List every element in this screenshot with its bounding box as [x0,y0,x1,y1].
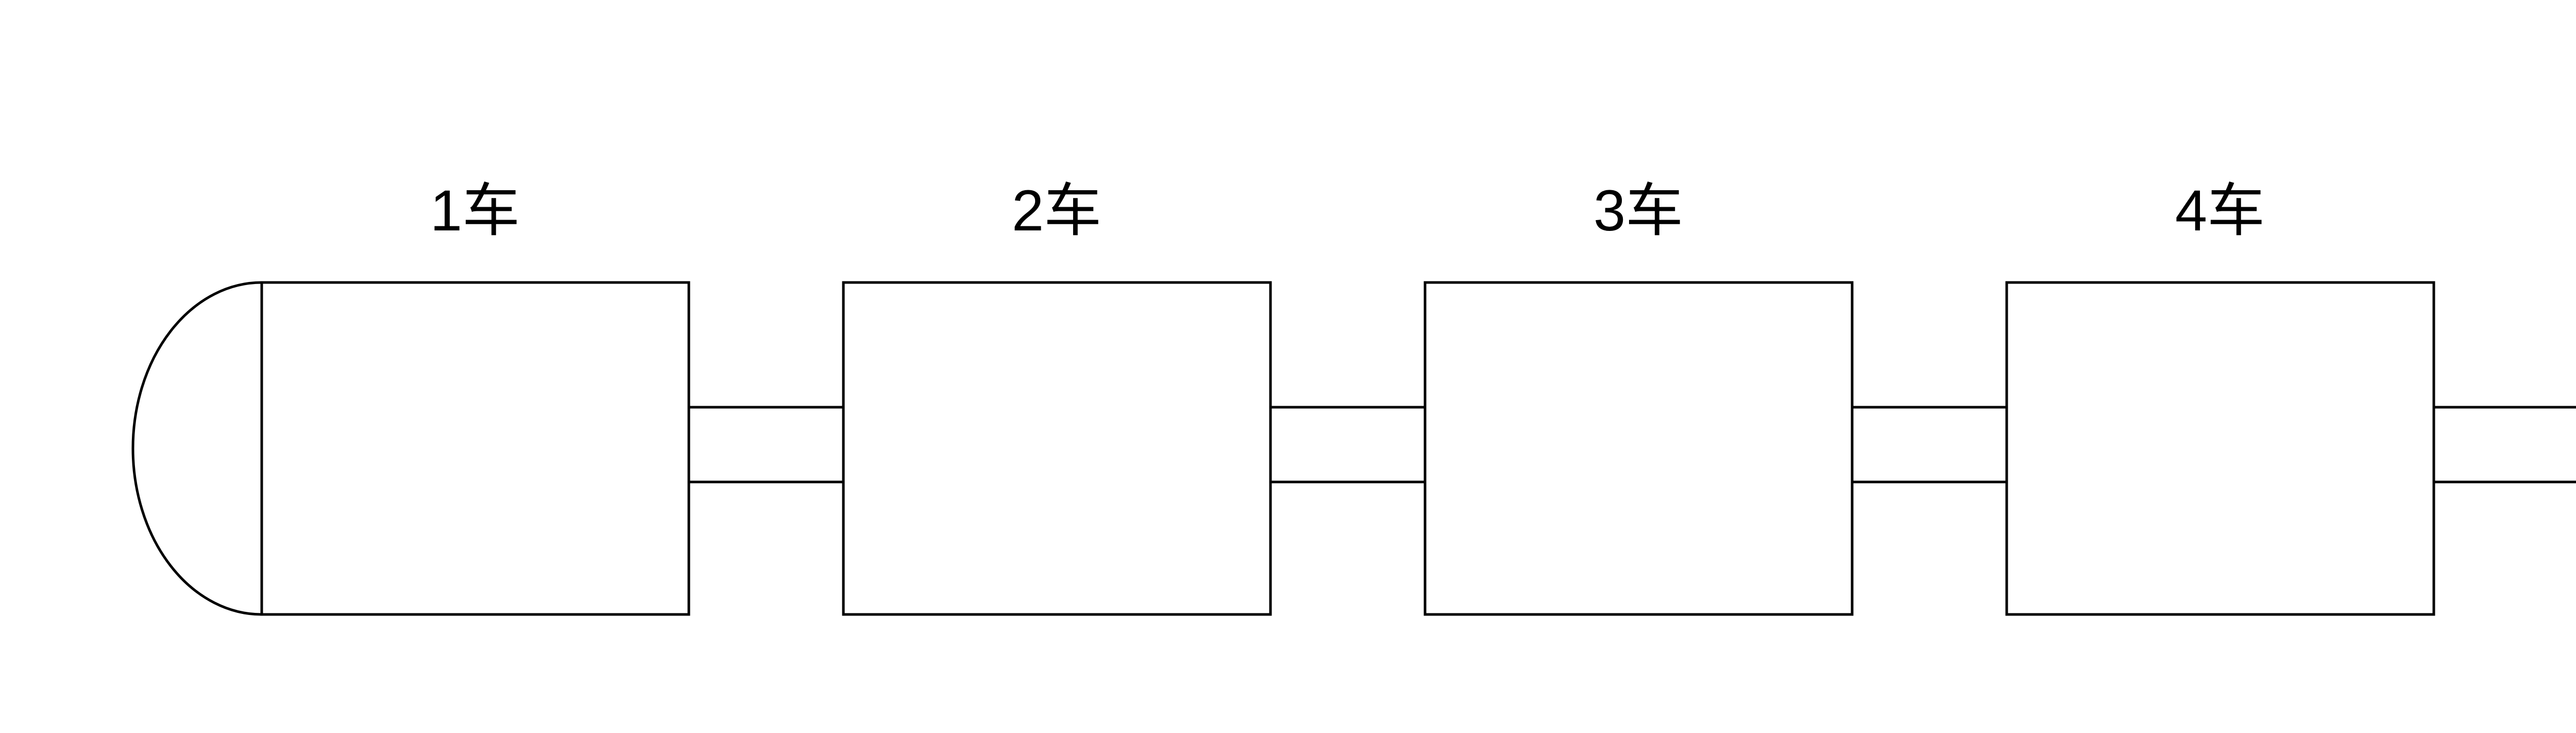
car-body-3[interactable] [1423,281,1854,616]
coupling-gangway-1 [687,406,845,484]
car-label-2: 2车 [1011,178,1102,243]
car-label-4: 4车 [2175,178,2265,243]
train-shapes [131,281,2576,616]
car-label-1: 1车 [430,178,520,243]
coupling-gangway-3 [1851,406,2008,484]
car-body-2[interactable] [842,281,1272,616]
car-body-4[interactable] [2005,281,2435,616]
car-body-1[interactable] [260,281,690,616]
nose-cone-left-car-1 [131,281,263,616]
coupling-gangway-4 [2432,406,2576,484]
car-label-3: 3车 [1593,178,1684,243]
coupling-gangway-2 [1269,406,1427,484]
